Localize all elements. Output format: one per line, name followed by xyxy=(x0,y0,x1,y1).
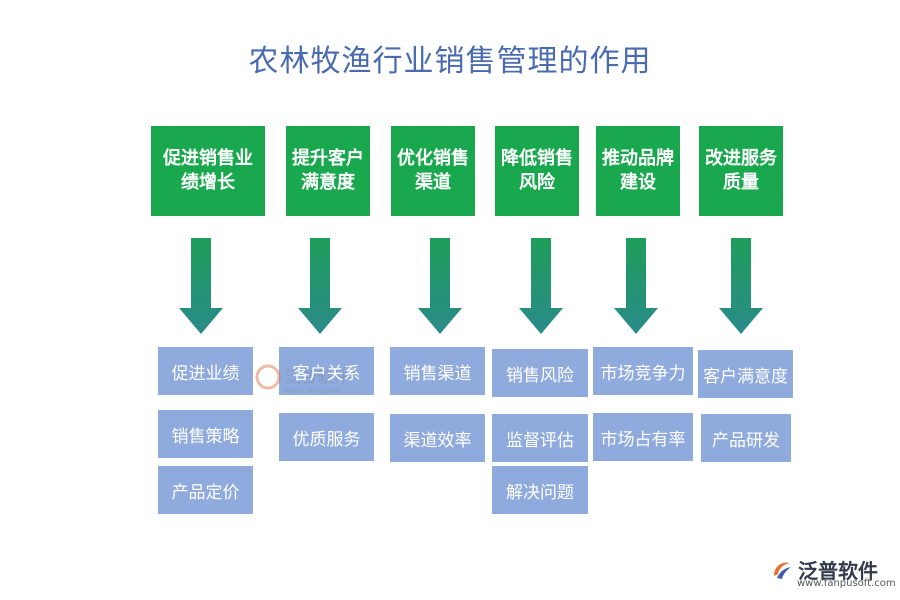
heading-2-text: 提升客户满意度 xyxy=(292,148,364,193)
watermark-logo: 泛普软件 FANPU SOFTWARE xyxy=(255,362,375,400)
item-3-1-text: 销售渠道 xyxy=(403,363,472,384)
item-box-2-1: 客户关系 xyxy=(279,347,374,395)
heading-box-2: 提升客户满意度 xyxy=(286,126,370,216)
item-4-2-text: 监督评估 xyxy=(506,430,574,451)
brand-url: www.fanpusoft.com xyxy=(797,578,896,589)
heading-3-text: 优化销售渠道 xyxy=(397,148,469,193)
down-arrow-1 xyxy=(179,238,223,334)
svg-text:FANPU SOFTWARE: FANPU SOFTWARE xyxy=(285,388,340,395)
heading-1-text: 促进销售业绩增长 xyxy=(163,148,253,193)
item-4-3-text: 解决问题 xyxy=(506,482,574,503)
heading-box-1: 促进销售业绩增长 xyxy=(151,126,265,216)
item-2-2-text: 优质服务 xyxy=(292,429,361,450)
item-5-1-text: 市场竞争力 xyxy=(600,363,686,384)
heading-4-text: 降低销售风险 xyxy=(501,148,573,193)
item-box-4-1: 销售风险 xyxy=(492,349,588,397)
item-box-1-3: 产品定价 xyxy=(158,466,253,514)
item-2-1-text: 客户关系 xyxy=(292,363,361,384)
item-box-1-2: 销售策略 xyxy=(158,410,253,458)
item-box-4-3: 解决问题 xyxy=(492,466,588,514)
brand-name: 泛普软件 xyxy=(798,559,878,583)
item-3-2-text: 渠道效率 xyxy=(403,430,472,451)
heading-box-4: 降低销售风险 xyxy=(495,126,579,216)
diagram-title: 农林牧渔行业销售管理的作用 xyxy=(248,44,652,79)
brand-logo: 泛普软件 xyxy=(770,555,878,584)
down-arrow-6 xyxy=(719,238,763,334)
item-1-3-text: 产品定价 xyxy=(171,482,240,503)
item-box-3-1: 销售渠道 xyxy=(390,347,485,395)
down-arrow-2 xyxy=(298,238,342,334)
down-arrow-4 xyxy=(519,238,563,334)
brand-mark-icon xyxy=(774,562,791,579)
item-6-1-text: 客户满意度 xyxy=(703,366,788,387)
item-box-6-2: 产品研发 xyxy=(701,414,791,462)
item-box-6-1: 客户满意度 xyxy=(698,350,793,398)
item-box-2-2: 优质服务 xyxy=(279,413,374,461)
item-box-1-1: 促进业绩 xyxy=(158,347,253,395)
item-box-4-2: 监督评估 xyxy=(492,414,588,462)
item-1-1-text: 促进业绩 xyxy=(171,363,240,384)
item-box-5-1: 市场竞争力 xyxy=(593,347,693,395)
item-6-2-text: 产品研发 xyxy=(712,430,780,451)
heading-box-5: 推动品牌建设 xyxy=(596,126,680,216)
down-arrow-5 xyxy=(614,238,658,334)
item-4-1-text: 销售风险 xyxy=(506,365,574,386)
heading-6-text: 改进服务质量 xyxy=(705,148,777,193)
heading-box-3: 优化销售渠道 xyxy=(391,126,475,216)
item-box-5-2: 市场占有率 xyxy=(593,413,693,461)
item-5-2-text: 市场占有率 xyxy=(600,429,686,450)
item-1-2-text: 销售策略 xyxy=(171,426,240,447)
heading-5-text: 推动品牌建设 xyxy=(602,148,674,193)
svg-text:泛普软件: 泛普软件 xyxy=(285,367,349,386)
item-box-3-2: 渠道效率 xyxy=(390,414,485,462)
down-arrow-3 xyxy=(418,238,462,334)
heading-box-6: 改进服务质量 xyxy=(699,126,783,216)
